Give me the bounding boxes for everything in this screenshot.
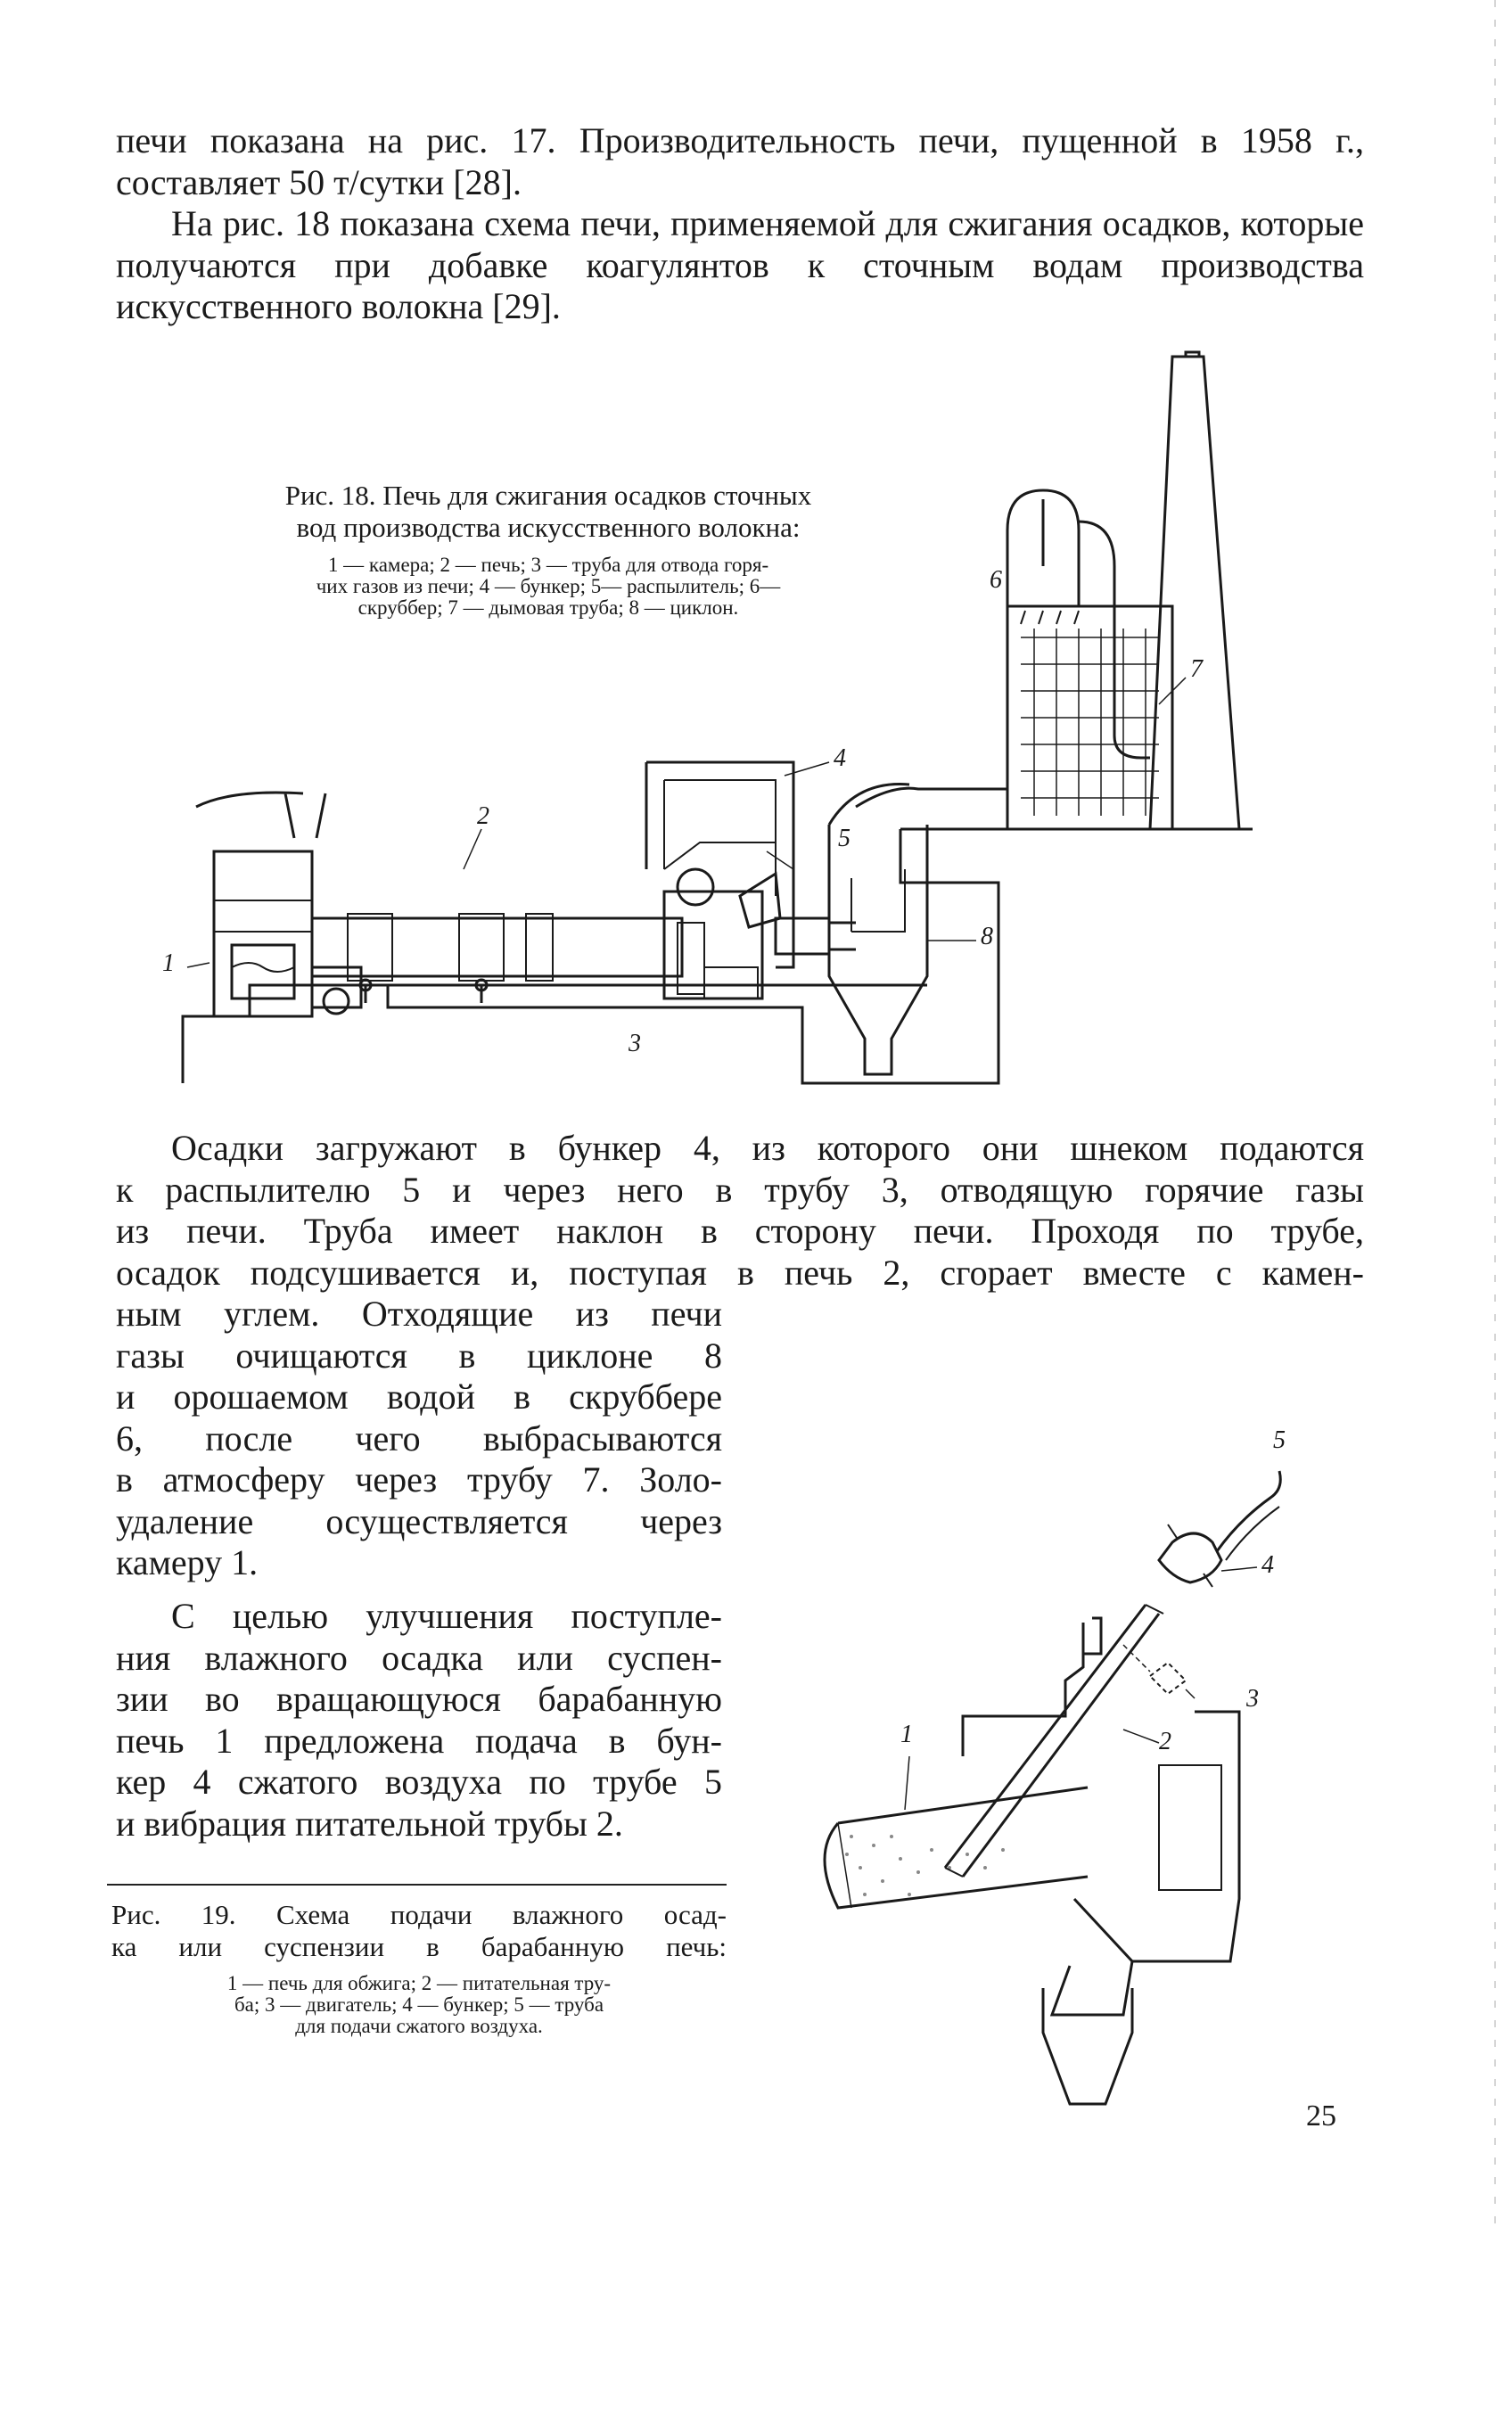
fig19-label-1: 1: [900, 1721, 913, 1748]
fig18-label-3: 3: [629, 1030, 641, 1057]
fig18-caption-legend: 1 — камера; 2 — печь; 3 — труба для отво…: [183, 555, 914, 619]
paragraph-3-line: Осадки загружают в бункер 4, из которого…: [171, 1128, 1364, 1168]
scan-edge-artifact: [1494, 0, 1496, 2225]
paragraph-4-line: и вибрация питательной трубы 2.: [116, 1803, 623, 1844]
paragraph-3-line: и орошаемом водой в скруббере: [116, 1376, 722, 1417]
paragraph-2-text: На рис. 18 показана схема печи, применяе…: [116, 203, 1364, 326]
fig19-caption-legend: 1 — печь для обжига; 2 — питательная тру…: [111, 1973, 727, 2037]
fig18-label-4: 4: [834, 744, 846, 772]
paragraph-3-line: осадок подсушивается и, поступая в печь …: [116, 1252, 1364, 1293]
fig18-label-1: 1: [162, 949, 175, 977]
page-number: 25: [1306, 2100, 1336, 2132]
fig19-legend-line: для подачи сжатого воздуха.: [295, 2015, 543, 2037]
fig18-legend-line: скруббер; 7 — дымовая труба; 8 — циклон.: [357, 596, 739, 619]
paragraph-4-line: кер 4 сжатого воздуха по трубе 5: [116, 1762, 722, 1802]
paragraph-3-wide: Осадки загружают в бункер 4, из которого…: [116, 1128, 1364, 1294]
fig18-label-5: 5: [838, 825, 850, 852]
paragraph-3-line: камеру 1.: [116, 1542, 259, 1582]
fig19-feed-diagram: 5 4 3 2 1: [776, 1337, 1364, 2416]
fig19-title-line: ка или суспензии в барабанную печь:: [111, 1931, 727, 1962]
paragraph-3-line: к распылителю 5 и через него в трубу 3, …: [116, 1169, 1364, 1210]
paragraph-3-line: газы очищаются в циклоне 8: [116, 1335, 722, 1376]
paragraph-4-line: ния влажного осадка или суспен-: [116, 1637, 722, 1678]
paragraph-4-line: зии во вращающуюся барабанную: [116, 1679, 722, 1719]
fig19-label-4: 4: [1261, 1551, 1274, 1579]
fig18-legend-line: чих газов из печи; 4 — бункер; 5— распыл…: [316, 575, 781, 597]
fig18-caption-title: Рис. 18. Печь для сжигания осадков сточн…: [183, 480, 914, 544]
fig19-legend-line: ба; 3 — двигатель; 4 — бункер; 5 — труба: [234, 1993, 604, 2016]
paragraph-3-column: ным углем. Отходящие из печи газы очищаю…: [116, 1294, 722, 1584]
fig19-caption-rule: [107, 1884, 727, 1886]
fig19-label-3: 3: [1246, 1685, 1259, 1713]
paragraph-3-line: ным углем. Отходящие из печи: [116, 1294, 722, 1334]
fig18-label-2: 2: [477, 802, 489, 830]
fig19-title-line: Рис. 19. Схема подачи влажного осад-: [111, 1899, 727, 1930]
fig19-label-5: 5: [1273, 1426, 1286, 1454]
fig19-legend-line: 1 — печь для обжига; 2 — питательная тру…: [226, 1972, 612, 1994]
paragraph-4-line: печь 1 предложена подача в бун-: [116, 1720, 722, 1761]
paragraph-4-line: С целью улучшения поступле-: [171, 1596, 722, 1636]
fig18-label-6: 6: [990, 566, 1002, 594]
fig18-title-line: Рис. 18. Печь для сжигания осадков сточн…: [284, 480, 812, 511]
fig18-label-8: 8: [981, 923, 993, 950]
paragraph-3-line: 6, после чего выбрасываются: [116, 1418, 722, 1459]
fig18-legend-line: 1 — камера; 2 — печь; 3 — труба для отво…: [327, 554, 769, 576]
paragraph-1: печи показана на рис. 17. Производительн…: [116, 120, 1364, 203]
fig18-label-7: 7: [1190, 655, 1203, 683]
paragraph-2: На рис. 18 показана схема печи, применяе…: [116, 203, 1364, 328]
paragraph-3-line: удаление осуществляется через: [116, 1500, 722, 1541]
fig18-furnace-diagram: 7 6 4 5 8 2 1 3: [152, 343, 1302, 1110]
fig18-title-line: вод производства искусственного волокна:: [296, 512, 801, 543]
paragraph-4: С целью улучшения поступле- ния влажного…: [116, 1596, 722, 1845]
fig19-label-2: 2: [1159, 1728, 1171, 1755]
paragraph-3-line: в атмосферу через трубу 7. Золо-: [116, 1459, 722, 1500]
paragraph-3-line: из печи. Труба имеет наклон в сторону пе…: [116, 1211, 1364, 1251]
paragraph-1-text: печи показана на рис. 17. Производительн…: [116, 120, 1364, 202]
fig19-caption-title: Рис. 19. Схема подачи влажного осад- ка …: [111, 1899, 727, 1963]
